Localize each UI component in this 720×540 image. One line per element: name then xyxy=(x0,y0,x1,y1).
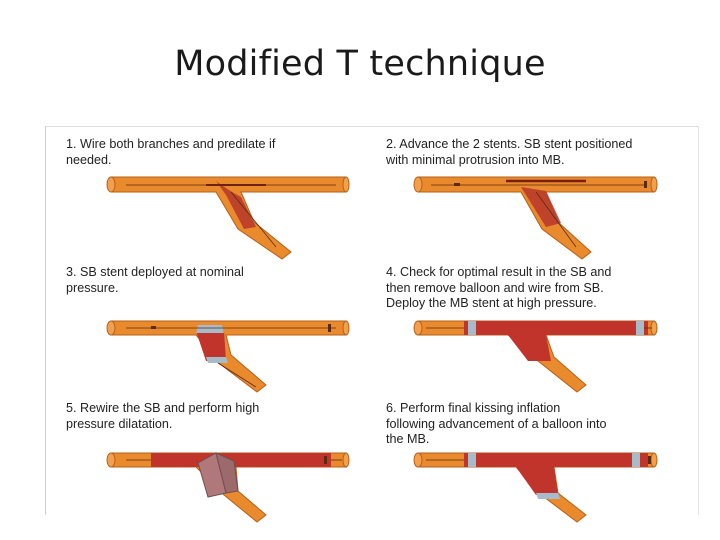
vessel xyxy=(106,176,350,260)
step-5-illustration xyxy=(106,452,350,523)
vessel xyxy=(413,320,658,393)
step-4-caption: 4. Check for optimal result in the SB an… xyxy=(386,265,612,310)
step-6-illustration xyxy=(413,452,658,523)
slide-title: Modified T technique xyxy=(174,44,546,84)
step-5-caption: 5. Rewire the SB and perform high pressu… xyxy=(66,401,260,431)
vessel xyxy=(413,452,658,523)
step-6-panel: 6. Perform final kissing inflation follo… xyxy=(386,401,706,527)
step-3-illustration xyxy=(106,320,350,393)
step-1-panel: 1. Wire both branches and predilate if n… xyxy=(66,137,386,263)
vessel xyxy=(413,176,658,260)
step-6-caption: 6. Perform final kissing inflation follo… xyxy=(386,401,607,446)
step-1-illustration xyxy=(106,176,350,260)
vessel xyxy=(106,452,350,523)
step-2-caption: 2. Advance the 2 stents. SB stent positi… xyxy=(386,137,633,167)
vessel xyxy=(106,320,350,393)
technique-figure: 1. Wire both branches and predilate if n… xyxy=(45,126,699,523)
step-3-caption: 3. SB stent deployed at nominal pressure… xyxy=(66,265,244,295)
step-5-panel: 5. Rewire the SB and perform high pressu… xyxy=(66,401,386,527)
step-2-illustration xyxy=(413,176,658,260)
step-3-panel: 3. SB stent deployed at nominal pressure… xyxy=(66,265,386,393)
step-4-illustration xyxy=(413,320,658,393)
step-1-caption: 1. Wire both branches and predilate if n… xyxy=(66,137,276,167)
step-2-panel: 2. Advance the 2 stents. SB stent positi… xyxy=(386,137,706,263)
step-4-panel: 4. Check for optimal result in the SB an… xyxy=(386,265,706,393)
